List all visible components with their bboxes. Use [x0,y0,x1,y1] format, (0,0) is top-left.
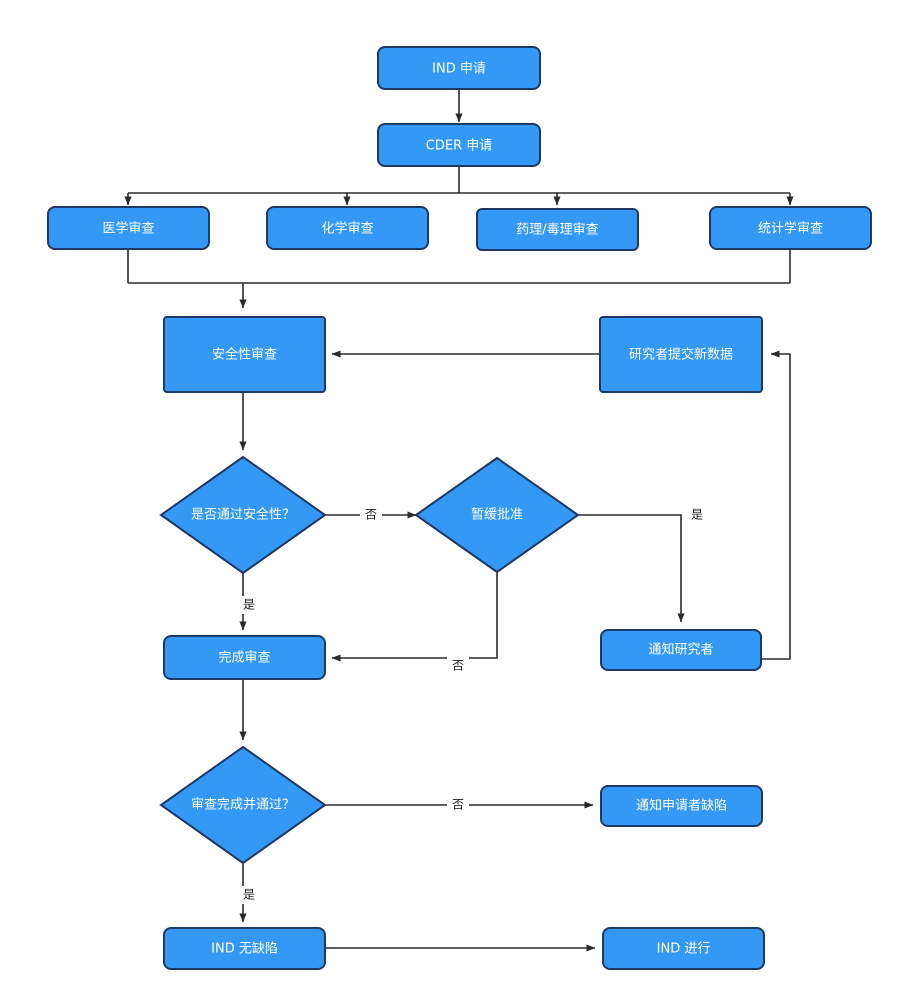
edge-label-review-yes: 是 [233,886,255,904]
node-ind-application[interactable]: IND 申请 [377,46,541,90]
node-notify-investigator-shape[interactable] [600,629,762,671]
node-notify-applicant-deficiency[interactable]: 通知申请者缺陷 [600,785,763,827]
node-hold-approval[interactable]: 暂缓批准 [414,456,580,574]
node-review-pass-decision-shape[interactable] [159,745,327,865]
node-notify-investigator[interactable]: 通知研究者 [600,629,762,671]
edge-label-review-no: 否 [447,796,469,814]
node-cder-application[interactable]: CDER 申请 [377,123,541,167]
node-notify-applicant-deficiency-shape[interactable] [600,785,763,827]
node-ind-proceed[interactable]: IND 进行 [602,927,765,970]
node-medical-review-shape[interactable] [47,206,210,250]
node-complete-review-shape[interactable] [163,635,326,680]
edge-notify-investigator-to-new-data [761,350,791,660]
node-statistics-review[interactable]: 统计学审查 [709,206,872,250]
edge-label-safety-no: 否 [360,505,382,523]
node-cder-application-shape[interactable] [377,123,541,167]
node-investigator-new-data[interactable]: 研究者提交新数据 [599,316,763,393]
node-review-pass-decision[interactable]: 审查完成并通过？ [159,745,327,865]
node-safety-decision-shape[interactable] [159,455,327,575]
node-ind-no-deficiency-shape[interactable] [163,927,326,970]
node-complete-review[interactable]: 完成审查 [163,635,326,680]
node-ind-application-shape[interactable] [377,46,541,90]
node-pharm-tox-review[interactable]: 药理/毒理审查 [476,208,639,251]
node-pharm-tox-review-shape[interactable] [476,208,639,251]
node-safety-review-shape[interactable] [163,316,326,393]
node-statistics-review-shape[interactable] [709,206,872,250]
edge-label-hold-no: 否 [447,657,469,675]
edge-hold-no-to-complete [331,572,498,662]
edge-hold-yes-to-notify-investigator [578,514,685,623]
node-ind-no-deficiency[interactable]: IND 无缺陷 [163,927,326,970]
node-safety-review[interactable]: 安全性审查 [163,316,326,393]
node-hold-approval-shape[interactable] [414,456,580,574]
node-ind-proceed-shape[interactable] [602,927,765,970]
edge-label-safety-yes: 是 [233,596,255,614]
node-medical-review[interactable]: 医学审查 [47,206,210,250]
node-chemistry-review-shape[interactable] [266,206,429,250]
edge-label-hold-yes: 是 [686,506,708,524]
node-safety-decision[interactable]: 是否通过安全性？ [159,455,327,575]
node-investigator-new-data-shape[interactable] [599,316,763,393]
node-chemistry-review[interactable]: 化学审查 [266,206,429,250]
